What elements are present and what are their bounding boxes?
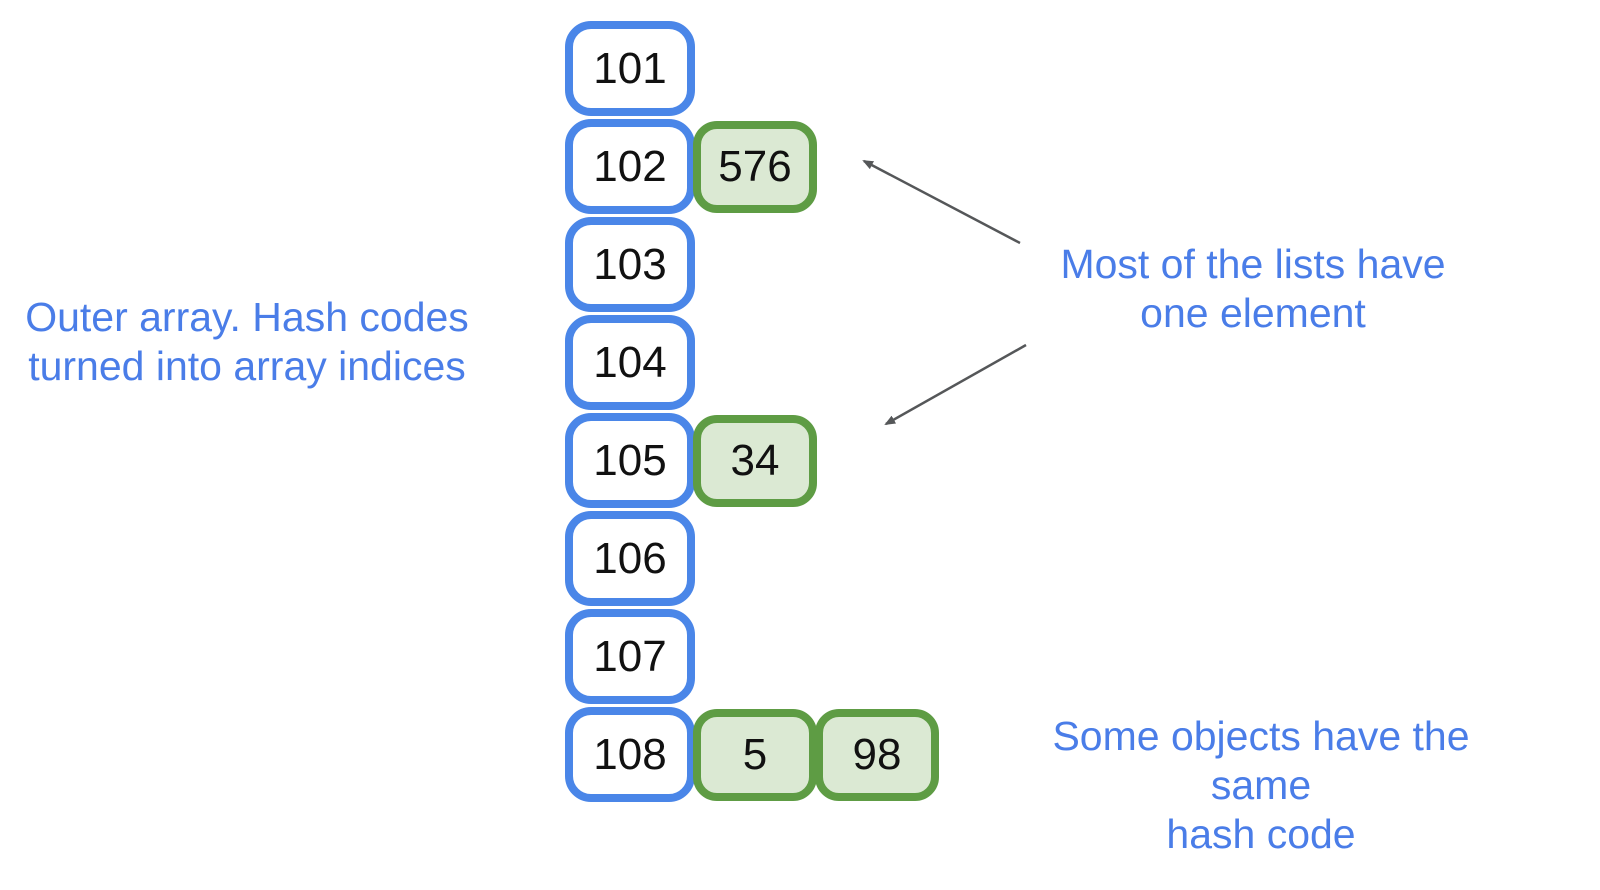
same-hash-label-line2: hash code (1166, 811, 1356, 857)
array-row-106: 106 (565, 511, 939, 606)
most-lists-label: Most of the lists have one element (1027, 240, 1479, 338)
array-cell-103: 103 (565, 217, 695, 312)
list-cell-5: 5 (693, 708, 817, 801)
most-lists-label-line2: one element (1140, 290, 1366, 336)
array-row-101: 101 (565, 21, 939, 116)
list-cell-34: 34 (693, 414, 817, 507)
array-cell-108: 108 (565, 707, 695, 802)
list-cell-576: 576 (693, 120, 817, 213)
same-hash-label: Some objects have the same hash code (1022, 712, 1500, 859)
array-cell-107: 107 (565, 609, 695, 704)
array-row-103: 103 (565, 217, 939, 312)
list-cell-98: 98 (815, 708, 939, 801)
outer-array-label-line2: turned into array indices (28, 343, 466, 389)
array-cell-101: 101 (565, 21, 695, 116)
most-lists-label-line1: Most of the lists have (1060, 241, 1446, 287)
array-cell-102: 102 (565, 119, 695, 214)
same-hash-label-line1: Some objects have the same (1052, 713, 1470, 808)
outer-array-label: Outer array. Hash codes turned into arra… (14, 293, 480, 391)
array-cell-105: 105 (565, 413, 695, 508)
array-cell-106: 106 (565, 511, 695, 606)
outer-array-label-line1: Outer array. Hash codes (25, 294, 469, 340)
array-row-104: 104 (565, 315, 939, 410)
array-row-107: 107 (565, 609, 939, 704)
array-cell-104: 104 (565, 315, 695, 410)
